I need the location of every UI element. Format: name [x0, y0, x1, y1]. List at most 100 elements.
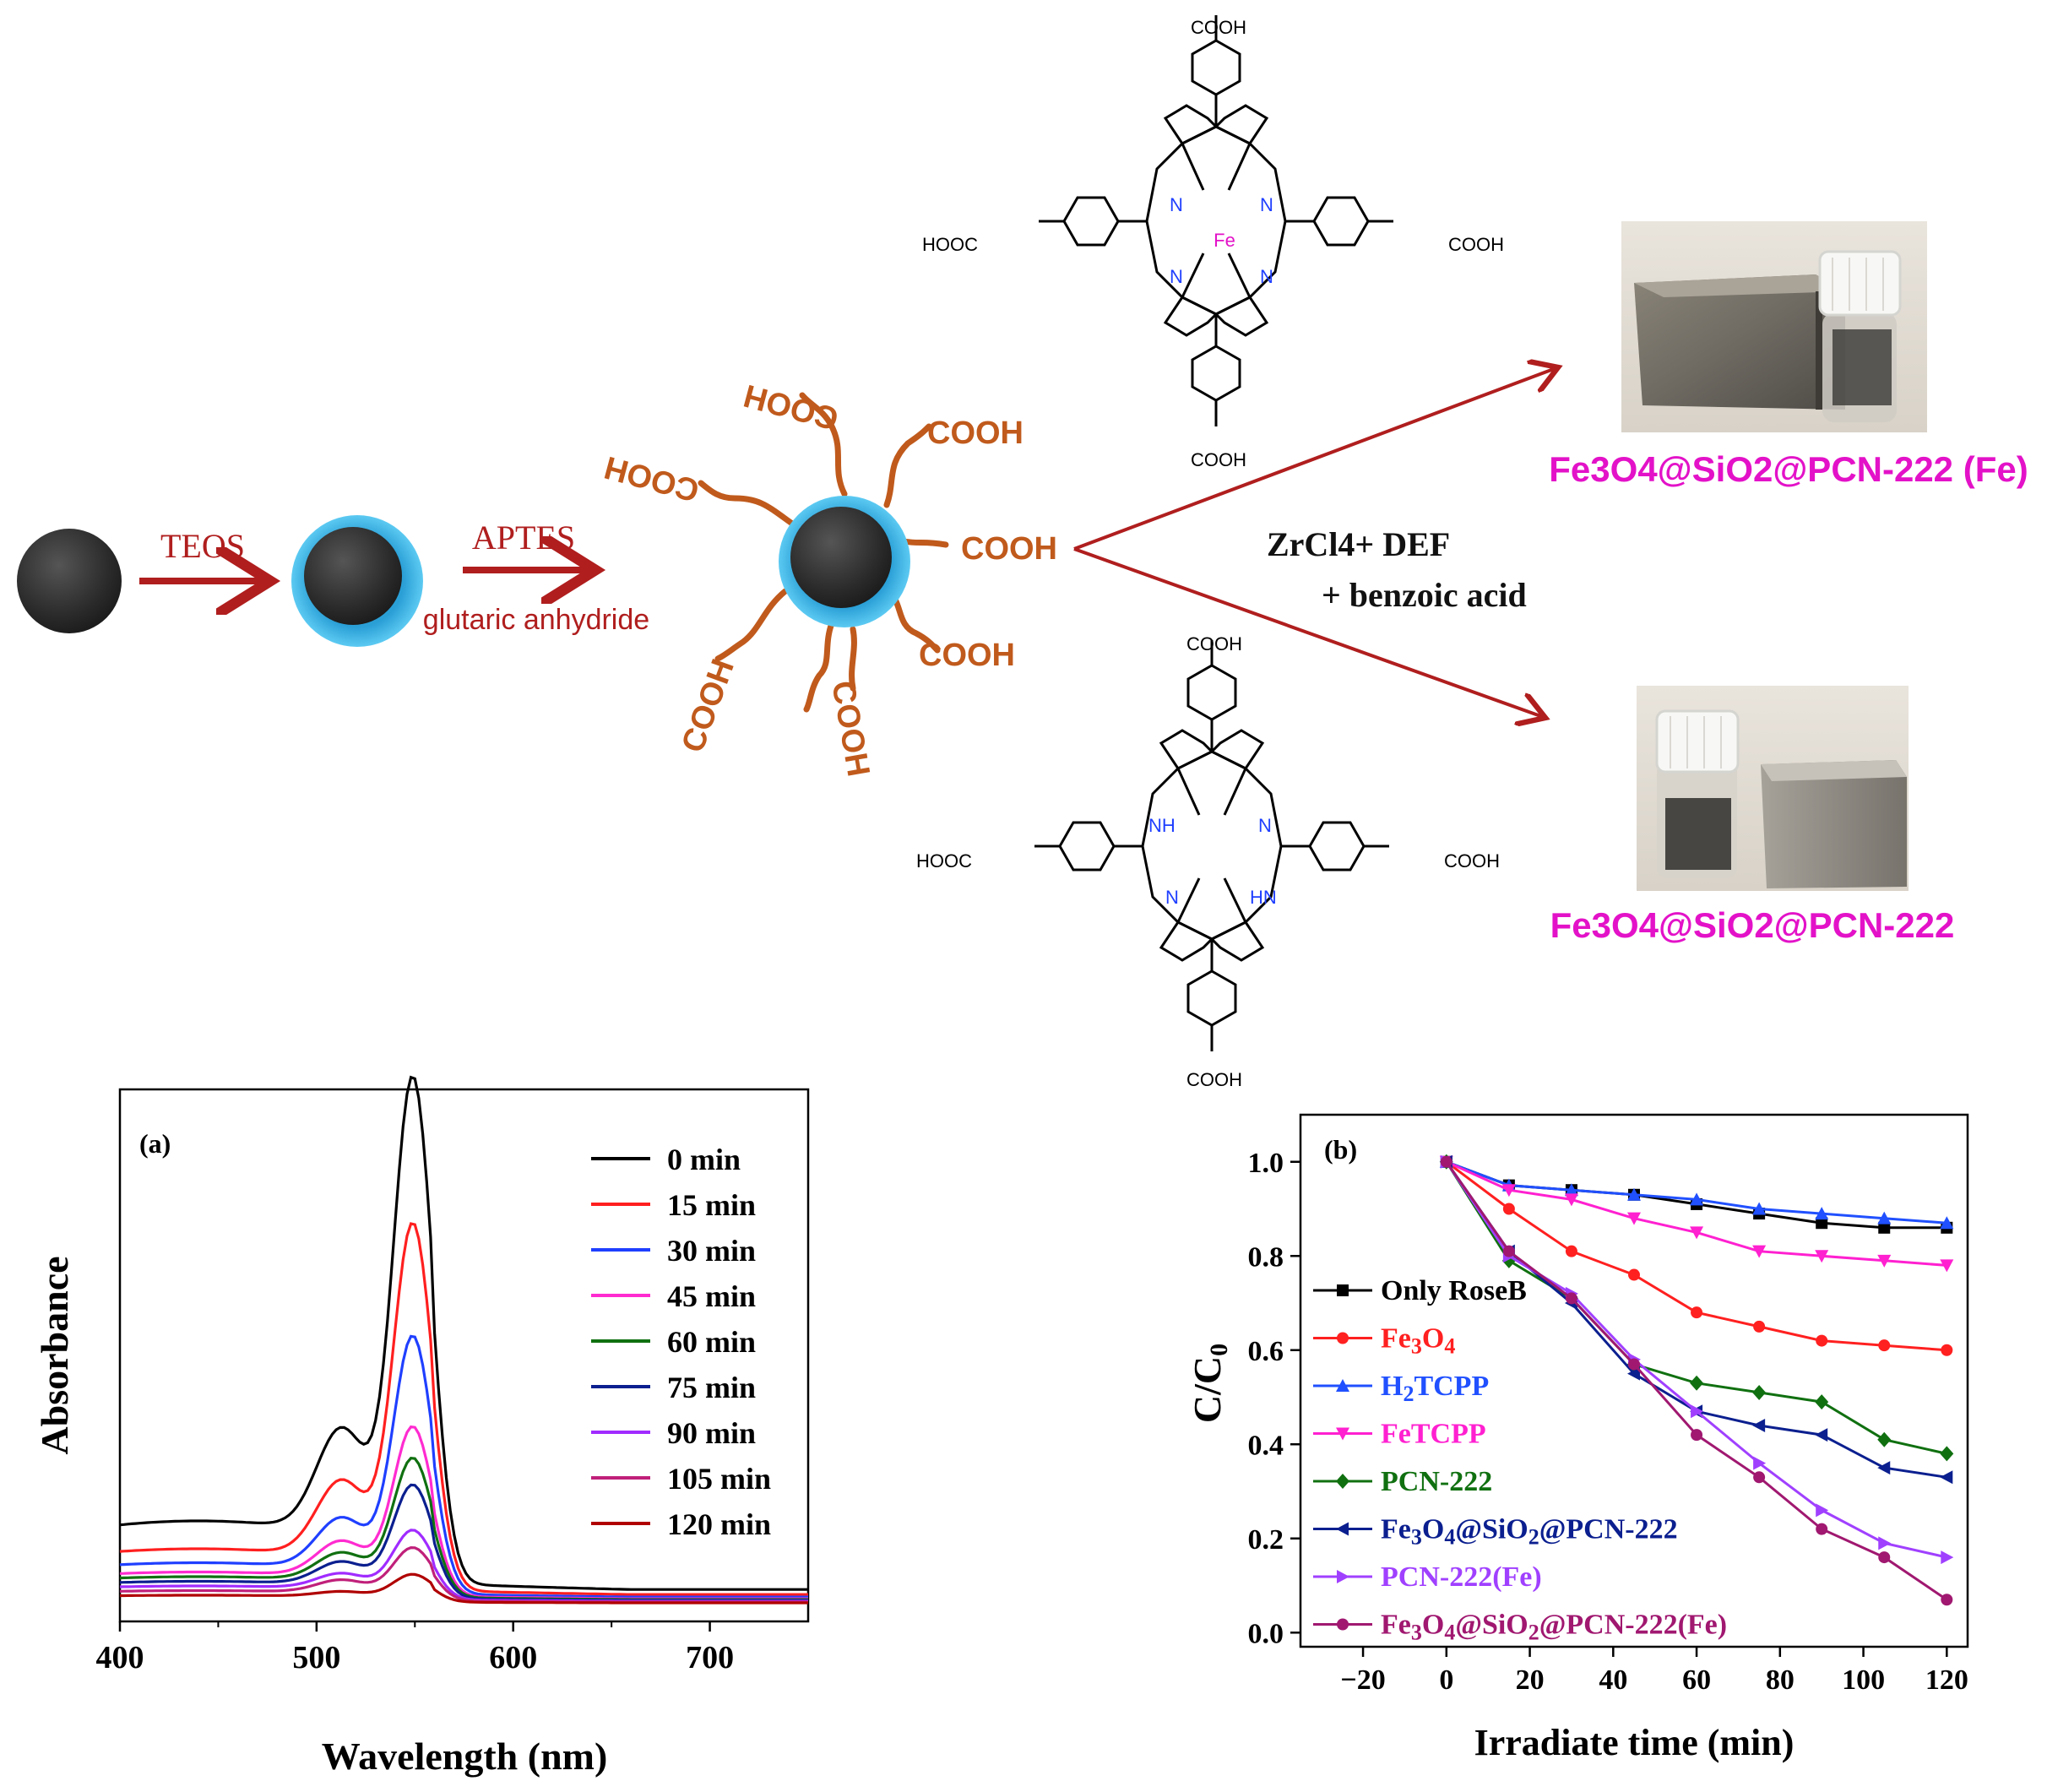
h2tcpp-hn-atom: HN [1250, 887, 1277, 908]
chart-b-data-point [1691, 1306, 1703, 1319]
fetcpp-hooc-left: HOOC [922, 234, 978, 255]
chart-b-data-point [1941, 1594, 1953, 1606]
chart-b-data-point [1628, 1268, 1640, 1281]
chart-b-legend-marker [1336, 1522, 1349, 1536]
chart-b-xlabel: Irradiate time (min) [1474, 1722, 1795, 1763]
chart-b-data-point [1440, 1155, 1452, 1168]
cooh-label-top-left: COOH [740, 377, 842, 437]
fetcpp-cooh-right: COOH [1448, 234, 1504, 255]
chart-b-data-point [1816, 1503, 1829, 1518]
h2tcpp-hooc-left: HOOC [916, 850, 972, 872]
chart-b-series-line [1445, 1160, 1947, 1559]
h2tcpp-nh-atom: NH [1148, 815, 1176, 836]
chart-b-legend-label: FeTCPP [1381, 1419, 1486, 1450]
fetcpp-linker-structure: COOH COOH HOOC COOH Fe N N N N [922, 15, 1504, 470]
chart-b-data-point [1878, 1339, 1891, 1352]
chart-b-legend-marker [1337, 1284, 1349, 1296]
chart-a-legend-label: 120 min [667, 1507, 771, 1541]
chart-b-series-line [1446, 1160, 1947, 1267]
fetcpp-n-1: N [1170, 194, 1183, 215]
chart-a-legend-label: 90 min [667, 1416, 756, 1450]
chart-b-legend-marker [1336, 1379, 1349, 1392]
chart-b-panel-label: (b) [1324, 1134, 1357, 1165]
chart-b-data-point [1877, 1461, 1891, 1475]
chart-b-data-point [1940, 1446, 1954, 1462]
chart-a-x-tick-label: 500 [292, 1640, 340, 1675]
chart-a-series-line [119, 1483, 808, 1602]
chart-b-legend-label: PCN-222 [1381, 1466, 1492, 1497]
chart-b-data-point [1752, 1418, 1766, 1432]
chart-b-data-point [1502, 1245, 1515, 1257]
chart-b-data-point [1627, 1187, 1641, 1201]
chart-b-data-point [1565, 1245, 1577, 1257]
chart-b-ylabel: C/C0 [1186, 1344, 1233, 1423]
chart-b-data-point [1815, 1394, 1829, 1410]
chart-b-data-point [1752, 1202, 1767, 1215]
chart-b-data-point [1941, 1344, 1953, 1356]
functionalized-core [790, 507, 892, 608]
chart-b-data-point [1752, 1384, 1767, 1400]
fetcpp-fe-atom: Fe [1214, 230, 1235, 251]
chart-a-plot-frame [118, 1088, 810, 1623]
glutaric-anhydride-label: glutaric anhydride [423, 604, 649, 636]
chart-a-ylabel: Absorbance [33, 1256, 76, 1454]
chart-a-legend-label: 30 min [667, 1234, 756, 1268]
chart-b-data-point [1691, 1404, 1704, 1419]
synthesis-scheme: TEOS APTES glutaric anhydride COOH [17, 15, 2028, 1090]
chart-b-data-point [1878, 1551, 1891, 1564]
fetcpp-cooh-top: COOH [1191, 17, 1246, 38]
cooh-label-left: COOH [600, 449, 703, 508]
bottom-product-photo [1637, 686, 1909, 891]
chart-a-x-tick-label: 700 [686, 1640, 734, 1675]
chart-b-x-tick-label: 120 [1925, 1664, 1968, 1696]
h2tcpp-cooh-bottom: COOH [1186, 1069, 1242, 1090]
chart-b-data-point [1752, 1245, 1767, 1258]
chart-b-data-point [1878, 1221, 1891, 1234]
chart-b-legend-marker [1337, 1618, 1349, 1631]
conditions-line2: + benzoic acid [1322, 576, 1527, 614]
teos-label: TEOS [160, 527, 245, 565]
chart-a-series [119, 1075, 808, 1605]
chart-b-legend-marker [1337, 1332, 1349, 1344]
chart-b-x-tick-label: 60 [1682, 1664, 1711, 1696]
chart-b-legend-label: Fe3O4@SiO2@PCN-222(Fe) [1381, 1610, 1727, 1645]
chart-b-data-point [1877, 1431, 1892, 1447]
chart-b-y-tick-label: 0.0 [1248, 1618, 1284, 1649]
chart-b-legend: Only RoseBFe3O4H2TCPPFeTCPPPCN-222Fe3O4@… [1313, 1275, 1727, 1644]
chart-b-data-point [1753, 1456, 1767, 1470]
chart-b-legend-marker [1336, 1474, 1349, 1489]
cooh-label-right: COOH [961, 531, 1057, 567]
chart-b-data-point [1627, 1212, 1641, 1225]
chart-b-data-point [1816, 1523, 1828, 1535]
chart-b-data-point [1565, 1292, 1577, 1305]
arrow-to-top-product [1073, 367, 1558, 551]
chart-b-data-point [1940, 1259, 1954, 1273]
fe3o4-core-particle [17, 529, 122, 633]
chart-b-data-point [1877, 1254, 1892, 1268]
top-product-photo [1621, 221, 1927, 432]
chart-b-data-point [1690, 1375, 1704, 1391]
fetcpp-n-3: N [1170, 266, 1183, 287]
h2tcpp-cooh-right: COOH [1444, 850, 1500, 872]
chart-b-x-tick-label: 100 [1842, 1664, 1885, 1696]
chart-b-data-point [1564, 1183, 1578, 1197]
h2tcpp-n-atom-2: N [1165, 887, 1179, 908]
bottom-product-label: Fe3O4@SiO2@PCN-222 [1550, 905, 1955, 945]
aptes-label: APTES [472, 519, 575, 557]
chart-b-data-point [1690, 1192, 1704, 1206]
chart-b-data-point [1753, 1471, 1766, 1484]
chart-b-plot-frame [1299, 1113, 1969, 1648]
chart-b-data-point [1816, 1217, 1828, 1230]
chart-b-data-point [1815, 1207, 1829, 1220]
chart-b-data-point [1815, 1428, 1828, 1442]
chart-a-panel-label: (a) [139, 1128, 171, 1159]
conditions-line1: ZrCl4+ DEF [1267, 525, 1450, 563]
chart-b-data-point [1690, 1226, 1704, 1240]
h2tcpp-cooh-top: COOH [1186, 633, 1242, 654]
chart-b-series [1439, 1154, 1954, 1606]
chart-b-x-tick-label: 20 [1516, 1664, 1545, 1696]
